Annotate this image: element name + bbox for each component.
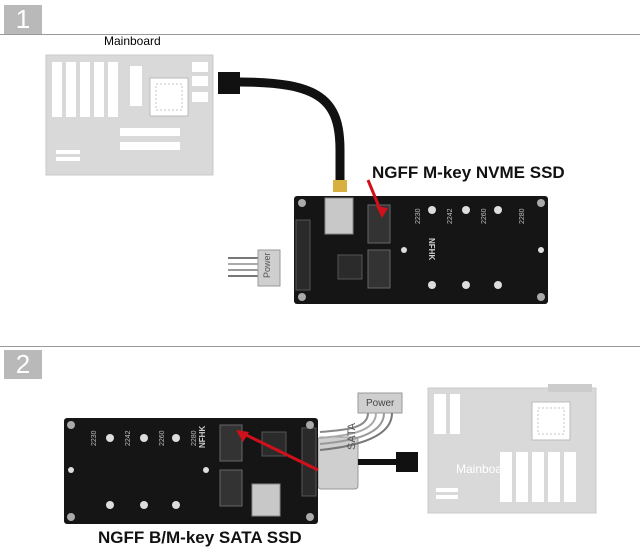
step-1-callout: NGFF M-key NVME SSD bbox=[372, 163, 565, 182]
step-1-mainboard-label: Mainboard bbox=[104, 34, 161, 48]
step-2-arrow bbox=[239, 430, 319, 472]
silk-size-label: 2242 bbox=[447, 208, 454, 224]
silk-size-label: 2280 bbox=[519, 208, 526, 224]
step-2-number: 2 bbox=[4, 349, 42, 379]
step-2-adapter-board bbox=[64, 418, 318, 524]
step-2-mainboard bbox=[427, 384, 597, 514]
silk-size-label: 2230 bbox=[415, 208, 422, 224]
silk-size-label: 2242 bbox=[125, 430, 132, 446]
silk-size-label: 2280 bbox=[191, 430, 198, 446]
silk-size-label: 2260 bbox=[159, 430, 166, 446]
step-1-cable bbox=[218, 72, 347, 192]
step-2-divider bbox=[0, 346, 640, 347]
step-1-power-label: Power bbox=[262, 252, 272, 278]
silk-size-label: 2260 bbox=[481, 208, 488, 224]
step-2-callout: NGFF B/M-key SATA SSD bbox=[98, 528, 302, 547]
step-1-power-connector bbox=[228, 249, 281, 287]
step-1-divider bbox=[0, 34, 640, 35]
step-2-mainboard-label: Mainboard bbox=[456, 462, 513, 476]
step-2-sata-cable bbox=[317, 436, 418, 490]
step-1-mainboard bbox=[45, 54, 214, 176]
step-2-power-label: Power bbox=[366, 398, 395, 409]
board-brand-1: NFHK bbox=[427, 238, 436, 261]
silk-size-label: 2230 bbox=[91, 430, 98, 446]
step-2-power-connector bbox=[319, 392, 403, 451]
step-2-sata-label: SATA bbox=[346, 422, 358, 450]
board-brand-2: NFHK bbox=[198, 425, 207, 448]
step-1-number: 1 bbox=[4, 4, 42, 34]
